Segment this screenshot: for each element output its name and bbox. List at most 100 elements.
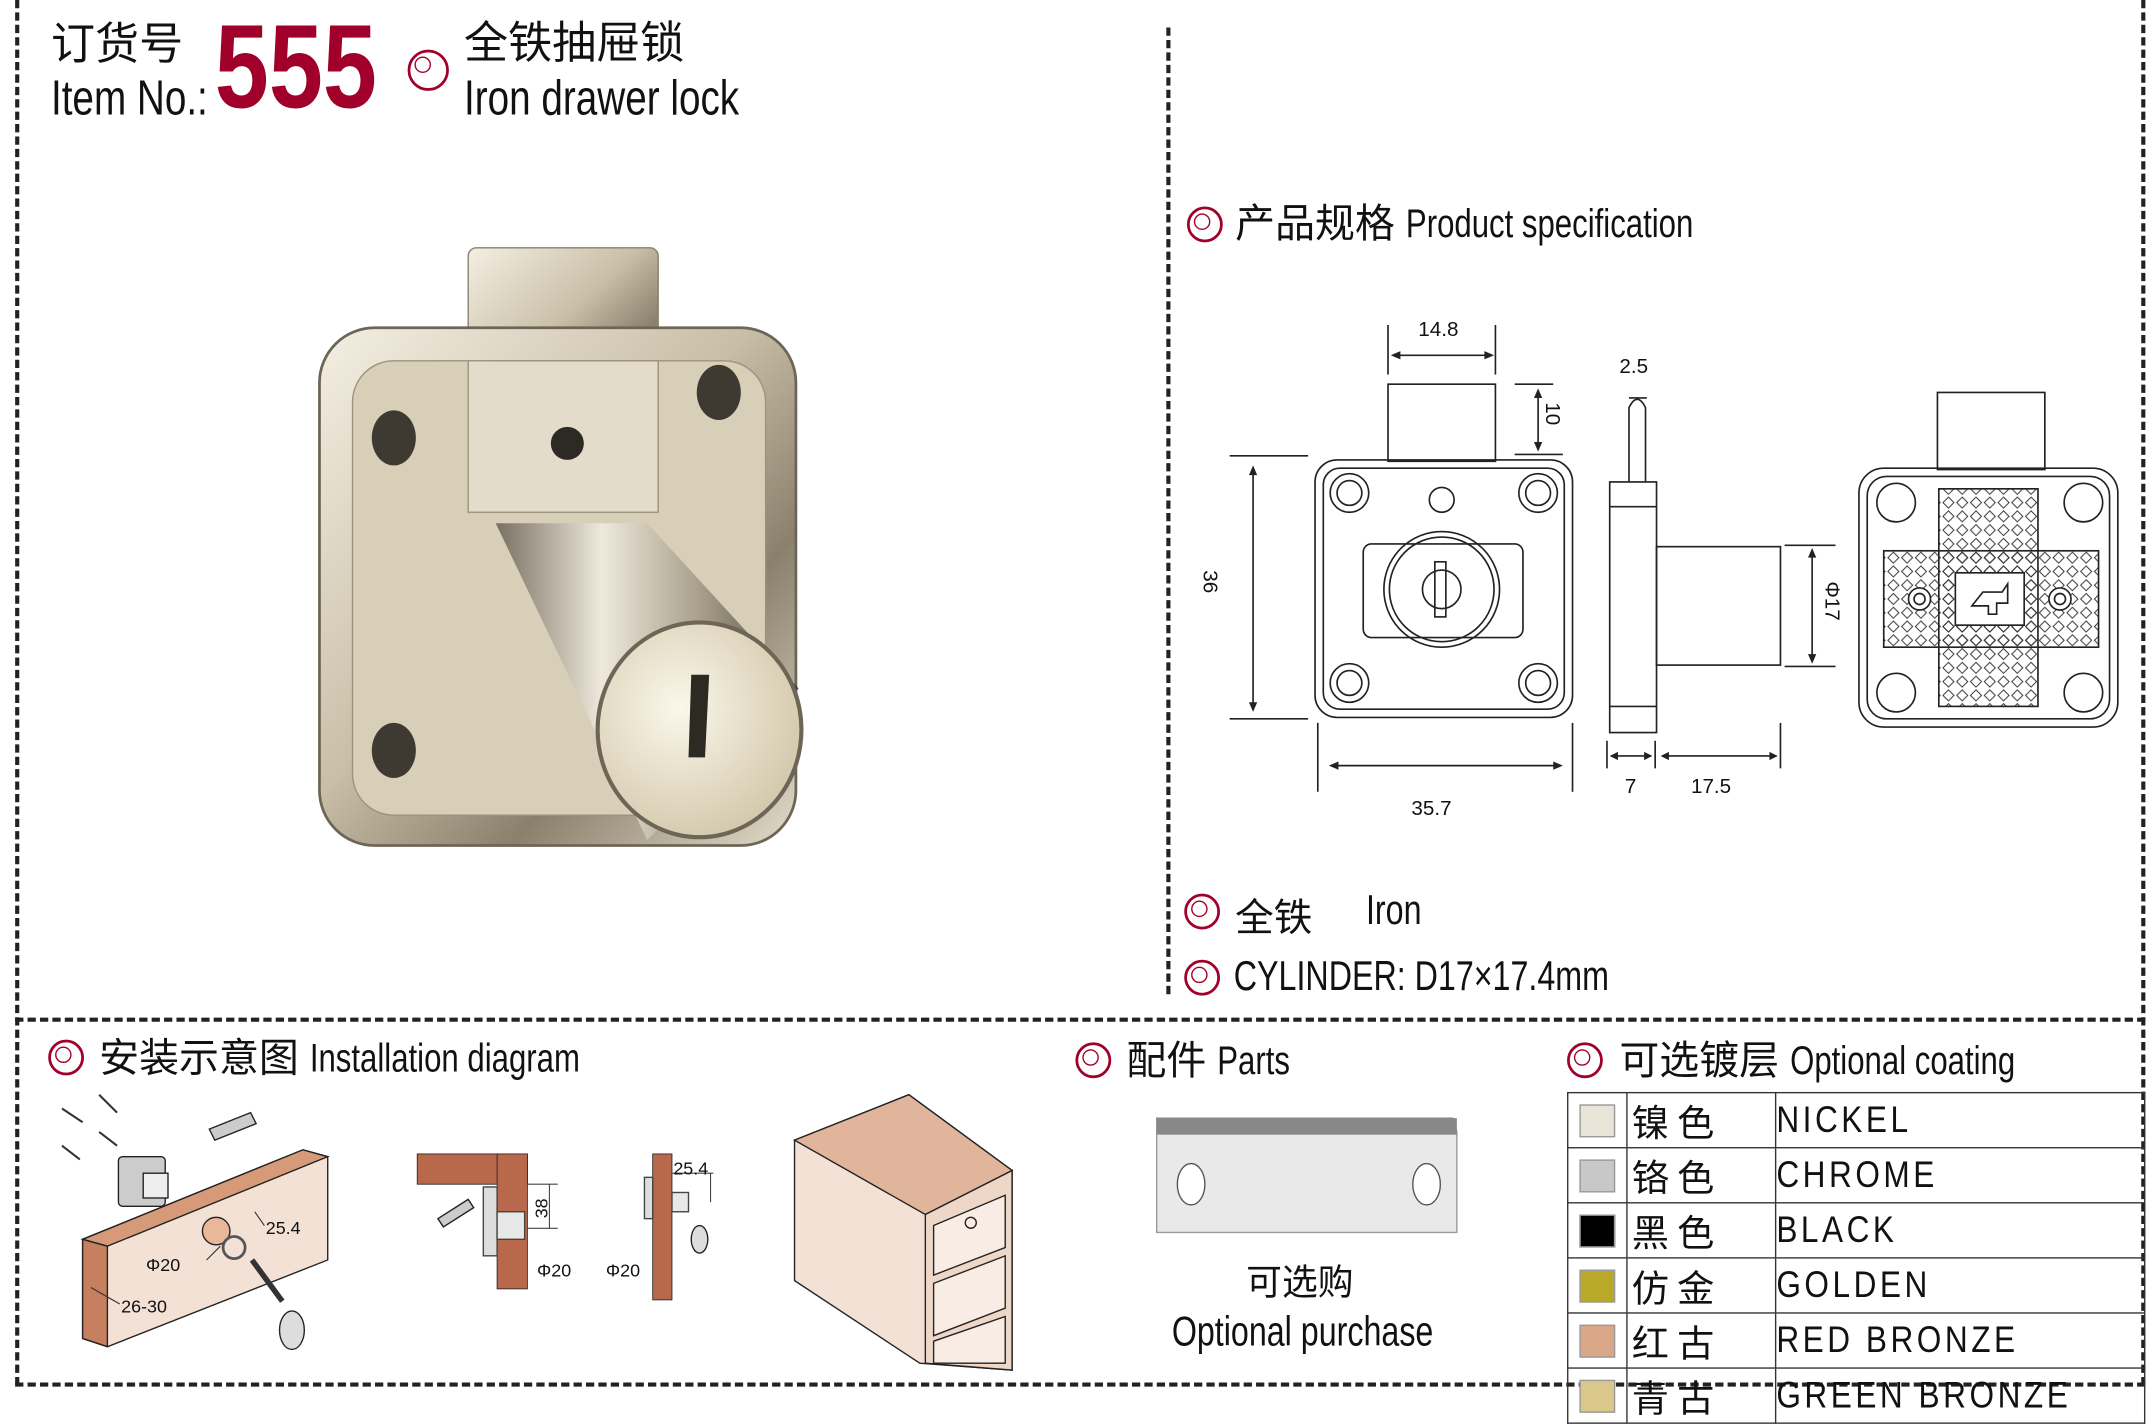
front-view-drawing <box>1229 324 1836 792</box>
bullet-ring-icon <box>407 49 449 91</box>
coating-en: BLACK <box>1774 1202 2146 1259</box>
coating-en-text: RED BRONZE <box>1776 1319 2019 1361</box>
parts-heading-en: Parts <box>1217 1039 1291 1084</box>
divider-horizontal <box>15 1017 2146 1022</box>
optional-purchase-en: Optional purchase <box>1171 1309 1434 1355</box>
coating-row: 黑色 BLACK <box>1567 1202 2146 1259</box>
coating-cn: 铬色 <box>1626 1147 1777 1204</box>
coating-en-text: CHROME <box>1776 1153 1938 1196</box>
material: Iron <box>1366 888 1437 935</box>
product-name-cn: 全铁抽屉锁 <box>464 16 685 69</box>
bullet-ring-icon <box>1186 206 1223 243</box>
item-no-cn: 订货号 <box>50 17 184 71</box>
product-name-en: Iron drawer lock <box>464 68 740 126</box>
coating-en-text: GREEN BRONZE <box>1776 1374 2072 1416</box>
dim-cylinder-length: 17.5 <box>1690 775 1732 799</box>
coating-en-text: BLACK <box>1776 1209 1898 1251</box>
product-name: Iron drawer lock <box>464 69 817 127</box>
bullet-ring-icon <box>48 1039 84 1076</box>
cabinet-illustration <box>792 1093 1014 1371</box>
swatch-cell <box>1567 1091 1628 1149</box>
parts-heading-cn: 配件 <box>1126 1036 1207 1084</box>
item-number-text: 555 <box>214 1 377 134</box>
coating-cn: 黑色 <box>1626 1202 1777 1259</box>
dim-width: 35.7 <box>1411 797 1452 821</box>
spec-heading-en: Product specification <box>1406 202 1694 247</box>
dim-cylinder-diameter: Φ17 <box>1820 581 1844 621</box>
label-offset: 25.4 <box>265 1217 301 1238</box>
swatch-cell <box>1567 1202 1628 1259</box>
coating-row: 红古 RED BRONZE <box>1567 1312 2146 1369</box>
coating-row: 青古 GREEN BRONZE <box>1567 1367 2146 1424</box>
item-no-label: Item No.: <box>51 69 252 127</box>
label-height: 38 <box>531 1198 552 1219</box>
parts-heading: 配件 Parts <box>1126 1038 1310 1083</box>
dim-height: 36 <box>1197 570 1222 594</box>
installation-heading: 安装示意图 Installation diagram <box>99 1036 656 1081</box>
bullet-ring-icon <box>1184 959 1221 996</box>
dim-bolt-thickness: 2.5 <box>1619 355 1649 379</box>
installation-diagram-exploded <box>61 1093 330 1351</box>
color-swatch <box>1579 1379 1616 1413</box>
spec-heading-cn: 产品规格 <box>1235 199 1395 247</box>
product-photo <box>318 247 804 847</box>
color-swatch <box>1579 1158 1616 1192</box>
divider-vertical <box>1166 27 1171 995</box>
material-cn: 全铁 <box>1235 895 1313 941</box>
coating-row: 仿金 GOLDEN <box>1567 1257 2146 1314</box>
swatch-cell <box>1567 1257 1628 1314</box>
installation-heading-en: Installation diagram <box>309 1036 581 1081</box>
coating-en: NICKEL <box>1774 1091 2146 1149</box>
coating-cn: 镍色 <box>1626 1091 1777 1149</box>
item-no-en: Item No.: <box>50 68 208 126</box>
material-en: Iron <box>1365 888 1422 934</box>
coating-en: GOLDEN <box>1774 1257 2146 1314</box>
swatch-cell <box>1567 1147 1628 1204</box>
optional-purchase-cn: 可选购 <box>1246 1262 1354 1305</box>
coating-en-text: NICKEL <box>1776 1098 1912 1141</box>
coating-heading: 可选镀层 Optional coating <box>1619 1038 2078 1083</box>
label-hole: Φ20 <box>145 1254 181 1276</box>
color-swatch <box>1579 1323 1616 1358</box>
optional-purchase: Optional purchase <box>1172 1310 1507 1357</box>
coating-row: 铬色 CHROME <box>1567 1147 2146 1204</box>
coating-cn: 红古 <box>1626 1312 1777 1369</box>
coating-cn: 青古 <box>1626 1367 1777 1424</box>
coating-en-text: GOLDEN <box>1776 1264 1931 1306</box>
cylinder-spec-text: CYLINDER: D17×17.4mm <box>1233 954 1609 1000</box>
border-right <box>2141 0 2146 1386</box>
installation-heading-cn: 安装示意图 <box>99 1034 299 1081</box>
label-offset-front: 25.4 <box>673 1158 709 1179</box>
strike-plate-image <box>1155 1117 1458 1234</box>
coating-row: 镍色 NICKEL <box>1567 1091 2146 1149</box>
coating-en: GREEN BRONZE <box>1774 1367 2146 1424</box>
coating-heading-cn: 可选镀层 <box>1619 1036 1780 1084</box>
spec-heading: 产品规格 Product specification <box>1235 201 1774 246</box>
product-sheet: 订货号 Item No.: 555 全铁抽屉锁 Iron drawer lock <box>15 0 2146 1424</box>
label-hole-side: Φ20 <box>537 1259 572 1281</box>
item-number: 555 <box>215 6 413 130</box>
dim-bolt-width: 14.8 <box>1418 318 1459 342</box>
dimension-arrows <box>1248 351 1817 770</box>
bullet-ring-icon <box>1184 893 1221 930</box>
label-hole-front: Φ20 <box>605 1259 641 1281</box>
border-bottom <box>15 1382 2146 1387</box>
coating-heading-en: Optional coating <box>1790 1039 2016 1084</box>
illustrations <box>61 247 2119 1371</box>
color-swatch <box>1579 1268 1616 1302</box>
bullet-ring-icon <box>1567 1042 1603 1079</box>
swatch-cell <box>1567 1312 1628 1369</box>
coating-cn: 仿金 <box>1626 1257 1777 1314</box>
bullet-ring-icon <box>1075 1042 1112 1079</box>
label-thickness: 26-30 <box>121 1295 167 1317</box>
swatch-cell <box>1567 1367 1628 1424</box>
coating-table: 镍色 NICKEL 铬色 CHROME 黑色 BLACK 仿金 GOLDEN 红… <box>1567 1091 2146 1424</box>
coating-en: RED BRONZE <box>1774 1312 2146 1369</box>
cylinder-spec: CYLINDER: D17×17.4mm <box>1234 954 1715 1001</box>
border-left <box>15 0 20 1386</box>
installation-diagram-side <box>416 1153 558 1290</box>
back-view-drawing <box>1858 391 2119 728</box>
dim-bolt-height: 10 <box>1540 402 1565 426</box>
color-swatch <box>1579 1213 1616 1247</box>
coating-en: CHROME <box>1774 1147 2146 1204</box>
